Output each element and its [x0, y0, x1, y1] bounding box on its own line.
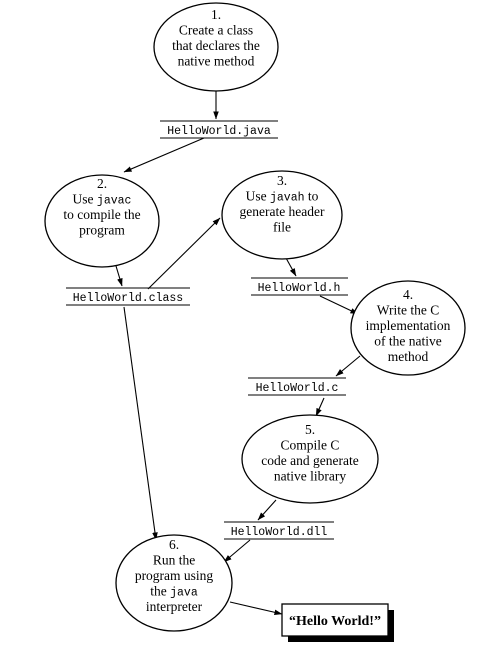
step-text-segment: code and generate [261, 453, 358, 468]
edge-class-file-to-step3 [147, 217, 221, 290]
step-number: 5. [305, 422, 315, 437]
step-number: 2. [97, 176, 107, 191]
step-number: 4. [403, 287, 413, 302]
step-text-segment: Compile C [281, 438, 340, 453]
step-1-ellipse [153, 2, 279, 92]
step-text-segment: Use [246, 189, 270, 204]
edge-step2-to-class-file [115, 265, 123, 287]
step-text-segment: to compile the [63, 207, 140, 222]
file-dll-text: HelloWorld.dll [231, 526, 328, 539]
step-text-segment: interpreter [146, 599, 203, 614]
edge-class-file-to-step6 [123, 306, 158, 541]
step-5-ellipse [241, 414, 379, 504]
file-label-class: HelloWorld.class [66, 287, 190, 306]
step-text-segment: implementation [366, 318, 451, 333]
edge-step3-to-h-file [285, 257, 297, 277]
step-text-segment: Use [73, 192, 97, 207]
step-number: 3. [277, 173, 287, 188]
step-4-ellipse [350, 280, 466, 376]
file-label-c: HelloWorld.c [248, 377, 346, 396]
code-term: javah [270, 192, 305, 205]
edge-step6-to-output [229, 601, 283, 616]
step-text-segment: native method [178, 54, 255, 69]
output-box: “Hello World!” [281, 603, 394, 642]
file-class-text: HelloWorld.class [73, 292, 183, 305]
step-text-segment: program using [135, 568, 214, 583]
code-term: javac [97, 195, 132, 208]
step-text-segment: that declares the [172, 38, 260, 53]
step-text-segment: Write the C [377, 303, 439, 318]
step-2-ellipse [44, 174, 160, 268]
step-text-segment: Create a class [179, 23, 253, 38]
edge-c-file-to-step5 [315, 397, 325, 417]
step-text-segment: program [79, 223, 125, 238]
step-3-ellipse [221, 170, 343, 260]
step-text-segment: native library [274, 469, 347, 484]
step-text-segment: the [150, 584, 170, 599]
edge-h-file-to-step4 [319, 295, 359, 315]
step-text-segment: to [305, 189, 319, 204]
file-label-dll: HelloWorld.dll [224, 521, 334, 540]
step-number: 1. [211, 7, 221, 22]
output-box-frame [281, 603, 389, 637]
edge-java-file-to-step2 [123, 137, 205, 173]
file-label-java: HelloWorld.java [160, 120, 278, 139]
step-6-ellipse [115, 534, 233, 632]
file-c-text: HelloWorld.c [256, 382, 339, 395]
step-text-segment: of the native [374, 334, 441, 349]
file-java-text: HelloWorld.java [167, 125, 271, 138]
edges [115, 91, 361, 616]
step-number: 6. [169, 537, 179, 552]
edge-dll-file-to-step6 [223, 539, 251, 563]
output-text: “Hello World!” [289, 614, 381, 629]
edge-step4-to-c-file [335, 355, 361, 377]
step-text-segment: Run the [153, 553, 195, 568]
code-term: java [170, 587, 198, 600]
file-label-h: HelloWorld.h [251, 277, 348, 296]
file-h-text: HelloWorld.h [258, 282, 341, 295]
step-text-segment: method [388, 349, 429, 364]
step-text-segment: file [273, 220, 291, 235]
edge-step5-to-dll-file [257, 499, 277, 521]
step-text-segment: generate header [239, 204, 325, 219]
